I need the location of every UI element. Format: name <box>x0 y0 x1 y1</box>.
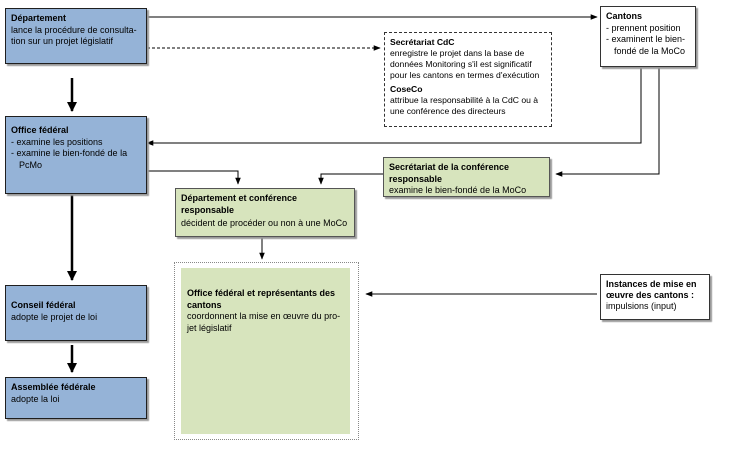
node-assemblee-federale: Assemblée fédérale adopte la loi <box>5 377 147 419</box>
office-federal-item-2: - examine le bien-fondé de la <box>11 148 128 158</box>
office-representants-line-1: coordonnent la mise en œuvre du pro- <box>187 311 341 321</box>
instances-line: impulsions (input) <box>606 301 677 311</box>
office-representants-line-2: jet législatif <box>187 322 232 333</box>
node-office-representants-frame: Office fédéral et représentants des cant… <box>174 262 359 440</box>
cantons-item-2: - examinent le bien- <box>606 34 686 44</box>
conseil-federal-title: Conseil fédéral <box>11 300 76 310</box>
node-secretariat-conference: Secrétariat de la conférence responsable… <box>383 157 550 197</box>
node-departement-conference: Département et conférence responsable dé… <box>175 188 355 237</box>
office-federal-title: Office fédéral <box>11 125 69 135</box>
office-representants-title-1: Office fédéral et représentants des <box>187 288 336 298</box>
office-federal-item-3: PcMo <box>19 159 43 170</box>
edge-cantons-secretariat-conference <box>555 67 660 177</box>
conseil-federal-line: adopte le projet de loi <box>11 311 98 322</box>
node-conseil-federal: Conseil fédéral adopte le projet de loi <box>5 285 147 341</box>
edge-cantons-office-federal <box>146 67 642 146</box>
secretariat-cdc-title: Secrétariat CdC <box>390 37 455 47</box>
secretariat-conference-title-2: responsable <box>389 173 443 184</box>
node-cantons: Cantons - prennent position - examinent … <box>600 6 696 67</box>
coseco-line-2: une conférence des directeurs <box>390 106 506 116</box>
secretariat-cdc-line-1: enregistre le projet dans la base de <box>390 48 525 58</box>
edge-secretariat-conference-departement-conference <box>318 173 383 185</box>
secretariat-cdc-line-2: données Monitoring s'il est significatif <box>390 59 532 69</box>
node-office-federal: Office fédéral - examine les positions -… <box>5 116 147 194</box>
office-federal-item-1: - examine les positions <box>11 136 103 147</box>
secretariat-cdc-line-3: pour les cantons en termes d'exécution <box>390 70 540 80</box>
departement-line-1: lance la procédure de consulta- <box>11 24 137 35</box>
cantons-title: Cantons <box>606 11 642 21</box>
cantons-item-1: - prennent position <box>606 22 681 33</box>
office-representants-title-2: cantons <box>187 299 222 310</box>
node-instances: Instances de mise en œuvre des cantons :… <box>600 274 710 320</box>
node-departement: Département lance la procédure de consul… <box>5 8 147 64</box>
secretariat-conference-title-1: Secrétariat de la conférence <box>389 162 510 172</box>
node-office-representants: Office fédéral et représentants des cant… <box>181 268 350 434</box>
departement-title: Département <box>11 13 67 23</box>
assemblee-federale-line: adopte la loi <box>11 393 60 404</box>
departement-conference-line: décident de procéder ou non à une MoCo <box>181 218 348 228</box>
departement-line-2: tion sur un projet législatif <box>11 36 114 46</box>
instances-title-2: œuvre des cantons : <box>606 290 695 300</box>
departement-conference-title-1: Département et conférence <box>181 193 298 203</box>
departement-conference-title-2: responsable <box>181 204 235 215</box>
node-secretariat-cdc: Secrétariat CdC enregistre le projet dan… <box>384 32 552 127</box>
coseco-title: CoseCo <box>390 84 423 94</box>
cantons-item-3: fondé de la MoCo <box>614 45 686 56</box>
edge-office-federal-departement-conference <box>147 170 241 185</box>
assemblee-federale-title: Assemblée fédérale <box>11 382 96 392</box>
coseco-line-1: attribue la responsabilité à la CdC ou à <box>390 95 539 105</box>
instances-title-1: Instances de mise en <box>606 279 697 289</box>
secretariat-conference-line: examine le bien-fondé de la MoCo <box>389 185 527 195</box>
